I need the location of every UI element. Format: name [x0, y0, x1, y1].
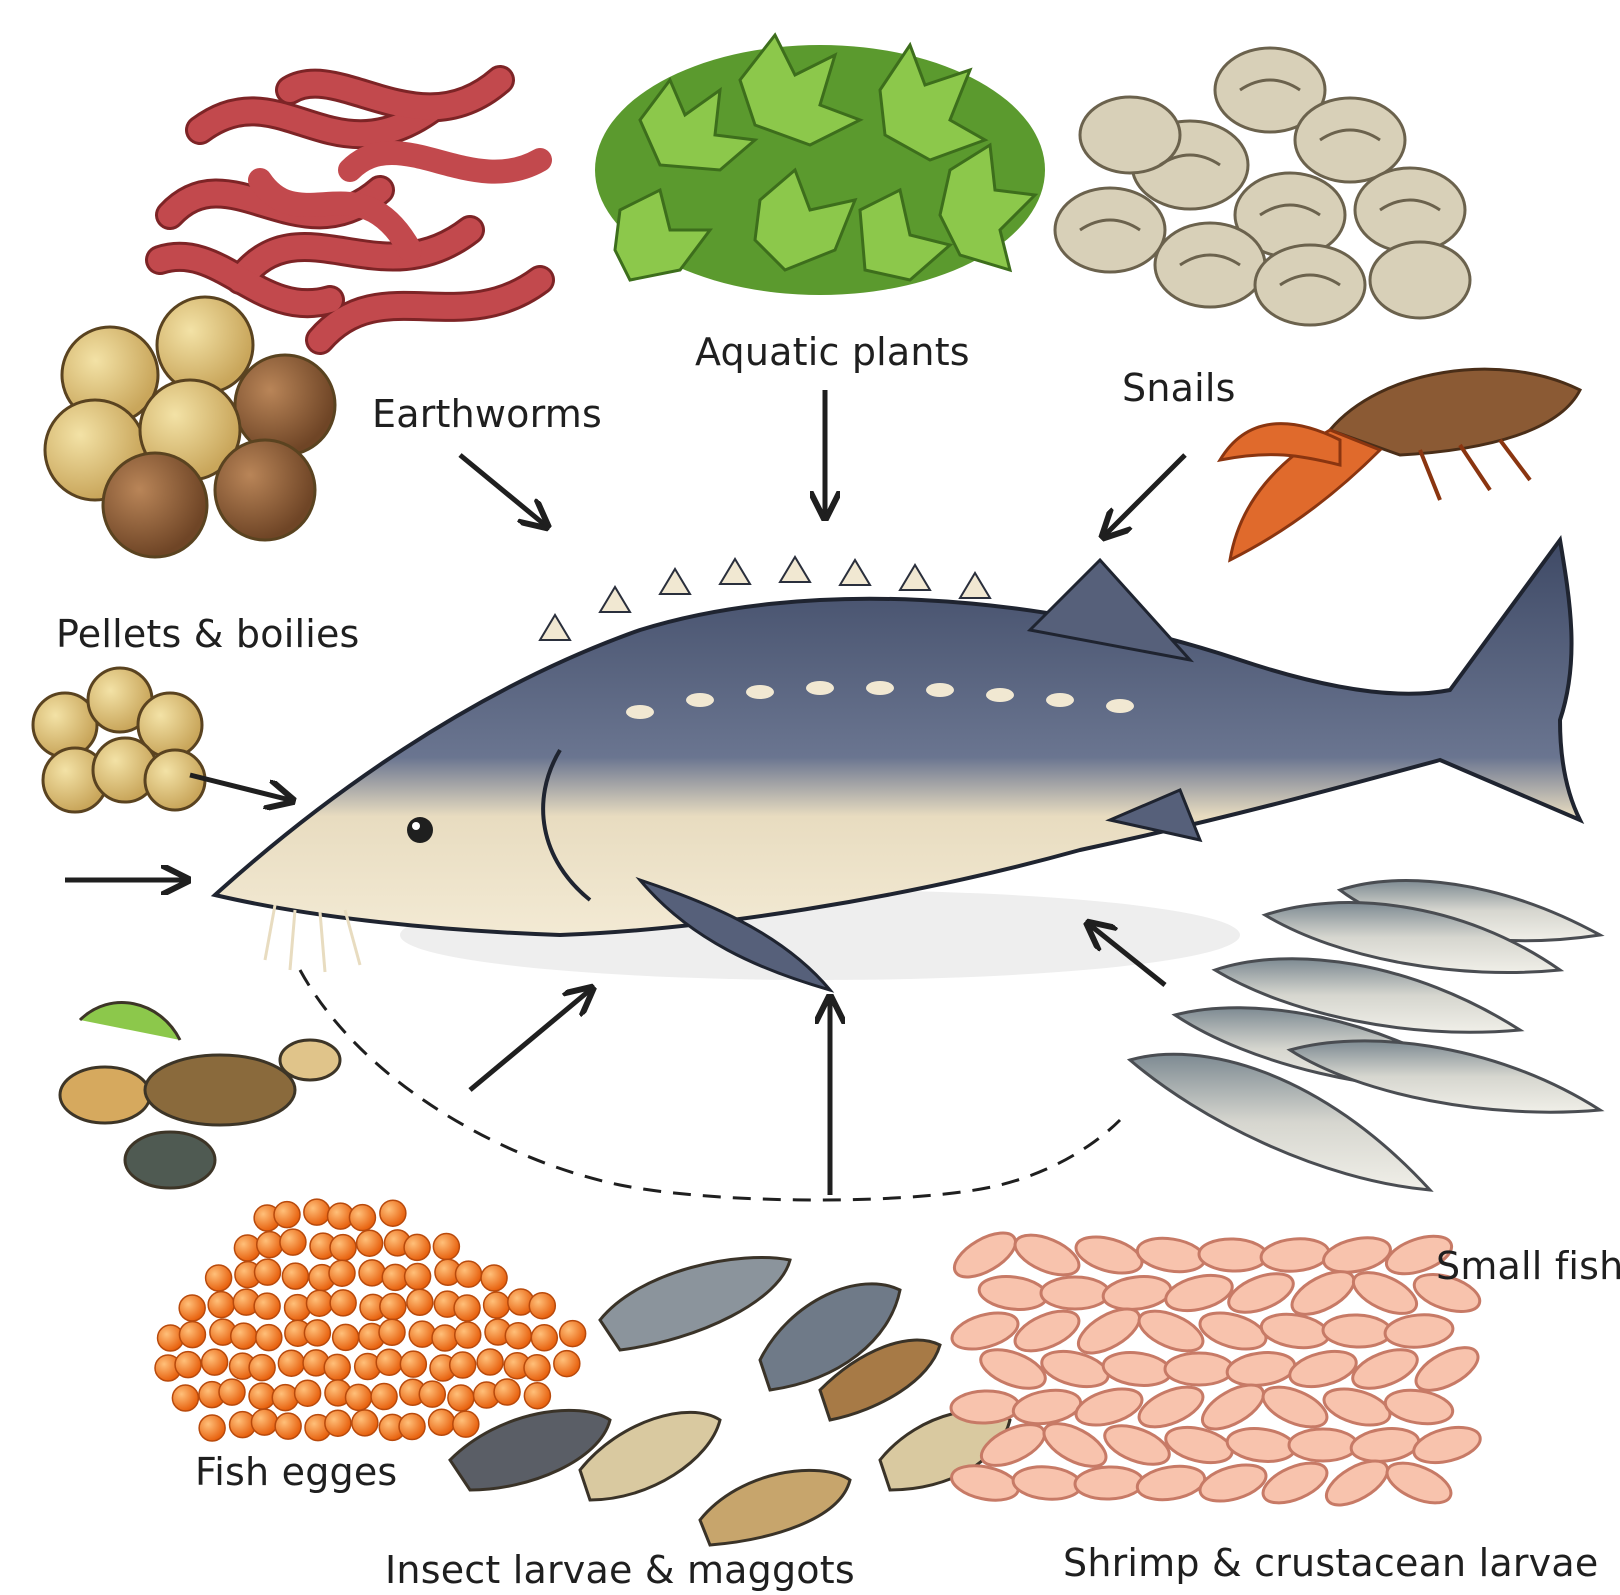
label-small-fish: Small fish — [1436, 1244, 1620, 1288]
arrow-icon — [460, 455, 545, 525]
crayfish-illustration — [1220, 369, 1580, 560]
label-insect-larvae: Insect larvae & maggots — [385, 1548, 855, 1592]
snails-illustration — [1055, 48, 1470, 325]
shrimp-illustration — [948, 1224, 1485, 1514]
dashed-arc — [300, 970, 1120, 1200]
aquatic-plants-illustration — [595, 35, 1045, 295]
label-fish-eggs: Fish egges — [195, 1450, 397, 1494]
label-earthworms: Earthworms — [372, 392, 602, 436]
fish-eggs-illustration — [155, 1199, 586, 1441]
boilies-illustration — [45, 297, 335, 557]
label-snails: Snails — [1122, 366, 1236, 410]
arrow-icon — [1105, 455, 1185, 535]
label-aquatic-plants: Aquatic plants — [695, 330, 970, 374]
pellets-illustration — [33, 668, 205, 812]
label-pellets-boilies: Pellets & boilies — [56, 612, 360, 656]
label-shrimp: Shrimp & crustacean larvae — [1063, 1541, 1598, 1585]
arrow-icon — [470, 990, 590, 1090]
bugs-illustration — [60, 1003, 340, 1188]
